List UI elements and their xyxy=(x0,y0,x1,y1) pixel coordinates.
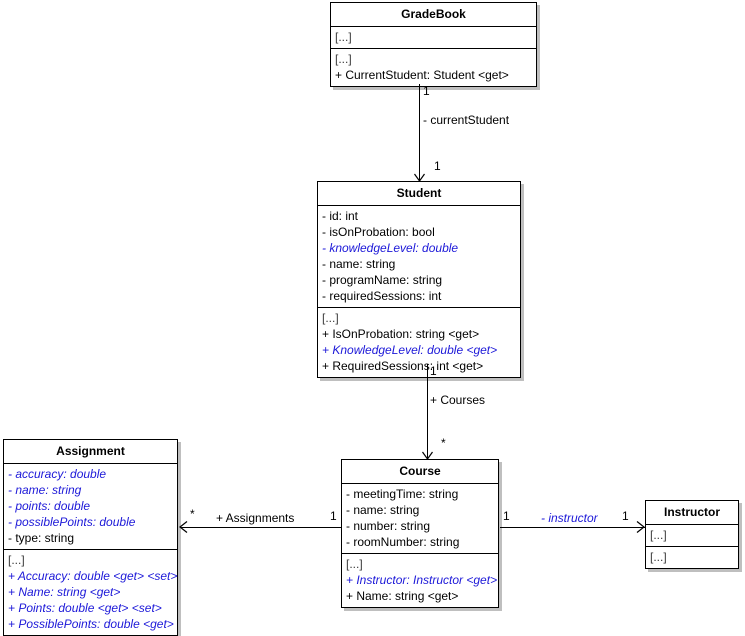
class-member: [...] xyxy=(650,528,667,542)
arrowhead-gradebook-student xyxy=(413,166,427,183)
class-member: + Name: string <get> xyxy=(346,589,459,603)
class-member: + PossiblePoints: double <get> xyxy=(8,617,174,631)
class-member: - points: double xyxy=(8,499,91,513)
operations-compartment-instructor: [...] xyxy=(646,547,738,568)
class-member: + KnowledgeLevel: double <get> xyxy=(322,343,498,357)
association-line-gradebook-student[interactable] xyxy=(419,84,420,181)
class-title-course: Course xyxy=(342,460,498,484)
class-member: - isOnProbation: bool xyxy=(322,225,435,239)
attributes-compartment-assignment: - accuracy: double - name: string - poin… xyxy=(4,464,177,550)
class-title-instructor: Instructor xyxy=(646,501,738,525)
arrowhead-course-assignment xyxy=(178,520,192,534)
association-label-currentstudent: - currentStudent xyxy=(423,113,510,127)
class-member: [...] xyxy=(650,550,667,564)
operations-compartment-assignment: [...] + Accuracy: double <get> <set> + N… xyxy=(4,550,177,635)
class-member: - name: string xyxy=(322,257,396,271)
class-member: + RequiredSessions: int <get> xyxy=(322,359,484,373)
class-member: + CurrentStudent: Student <get> xyxy=(335,68,509,82)
multiplicity-student-source: 1 xyxy=(430,364,437,378)
class-member: - type: string xyxy=(8,531,75,545)
class-title-student: Student xyxy=(318,182,520,206)
class-box-assignment[interactable]: Assignment - accuracy: double - name: st… xyxy=(3,439,178,636)
class-member: - requiredSessions: int xyxy=(322,289,442,303)
class-member: [...] xyxy=(322,311,339,325)
class-member: [...] xyxy=(8,553,25,567)
class-member: - accuracy: double xyxy=(8,467,107,481)
multiplicity-gradebook-source: 1 xyxy=(423,84,430,98)
class-member: + IsOnProbation: string <get> xyxy=(322,327,480,341)
multiplicity-student-target: * xyxy=(441,436,446,450)
class-title-assignment: Assignment xyxy=(4,440,177,464)
arrowhead-course-instructor xyxy=(630,520,645,534)
operations-compartment-gradebook: [...] + CurrentStudent: Student <get> xyxy=(331,49,536,86)
association-label-courses: + Courses xyxy=(430,393,486,407)
class-member: - knowledgeLevel: double xyxy=(322,241,459,255)
association-line-course-instructor[interactable] xyxy=(500,527,645,528)
attributes-compartment-gradebook: [...] xyxy=(331,27,536,49)
multiplicity-course-assignment-end: 1 xyxy=(330,509,337,523)
association-line-student-course[interactable] xyxy=(427,364,428,459)
attributes-compartment-course: - meetingTime: string - name: string - n… xyxy=(342,484,498,554)
class-member: [...] xyxy=(335,30,352,44)
multiplicity-instructor-end: 1 xyxy=(622,509,629,523)
class-member: - number: string xyxy=(346,519,431,533)
class-box-student[interactable]: Student - id: int - isOnProbation: bool … xyxy=(317,181,521,378)
multiplicity-gradebook-target: 1 xyxy=(434,159,441,173)
class-member: [...] xyxy=(335,52,352,66)
class-member: - possiblePoints: double xyxy=(8,515,136,529)
operations-compartment-student: [...] + IsOnProbation: string <get> + Kn… xyxy=(318,308,520,377)
class-box-instructor[interactable]: Instructor [...] [...] xyxy=(645,500,739,569)
class-member: + Name: string <get> xyxy=(8,585,121,599)
class-member: - id: int xyxy=(322,209,359,223)
class-member: - meetingTime: string xyxy=(346,487,459,501)
class-member: - name: string xyxy=(8,483,82,497)
class-member: + Points: double <get> <set> xyxy=(8,601,162,615)
multiplicity-assignment-end: * xyxy=(190,507,195,521)
association-line-course-assignment[interactable] xyxy=(181,527,341,528)
arrowhead-student-course xyxy=(421,444,435,461)
class-member: - programName: string xyxy=(322,273,443,287)
multiplicity-course-instructor-end: 1 xyxy=(503,509,510,523)
class-box-course[interactable]: Course - meetingTime: string - name: str… xyxy=(341,459,499,608)
class-title-gradebook: GradeBook xyxy=(331,3,536,27)
association-label-instructor: - instructor xyxy=(541,511,598,525)
association-label-assignments: + Assignments xyxy=(216,511,295,525)
attributes-compartment-student: - id: int - isOnProbation: bool - knowle… xyxy=(318,206,520,308)
operations-compartment-course: [...] + Instructor: Instructor <get> + N… xyxy=(342,554,498,607)
class-member: + Instructor: Instructor <get> xyxy=(346,573,498,587)
class-box-gradebook[interactable]: GradeBook [...] [...] + CurrentStudent: … xyxy=(330,2,537,87)
attributes-compartment-instructor: [...] xyxy=(646,525,738,547)
class-member: - roomNumber: string xyxy=(346,535,460,549)
class-member: + Accuracy: double <get> <set> xyxy=(8,569,178,583)
class-member: [...] xyxy=(346,557,363,571)
class-member: - name: string xyxy=(346,503,420,517)
